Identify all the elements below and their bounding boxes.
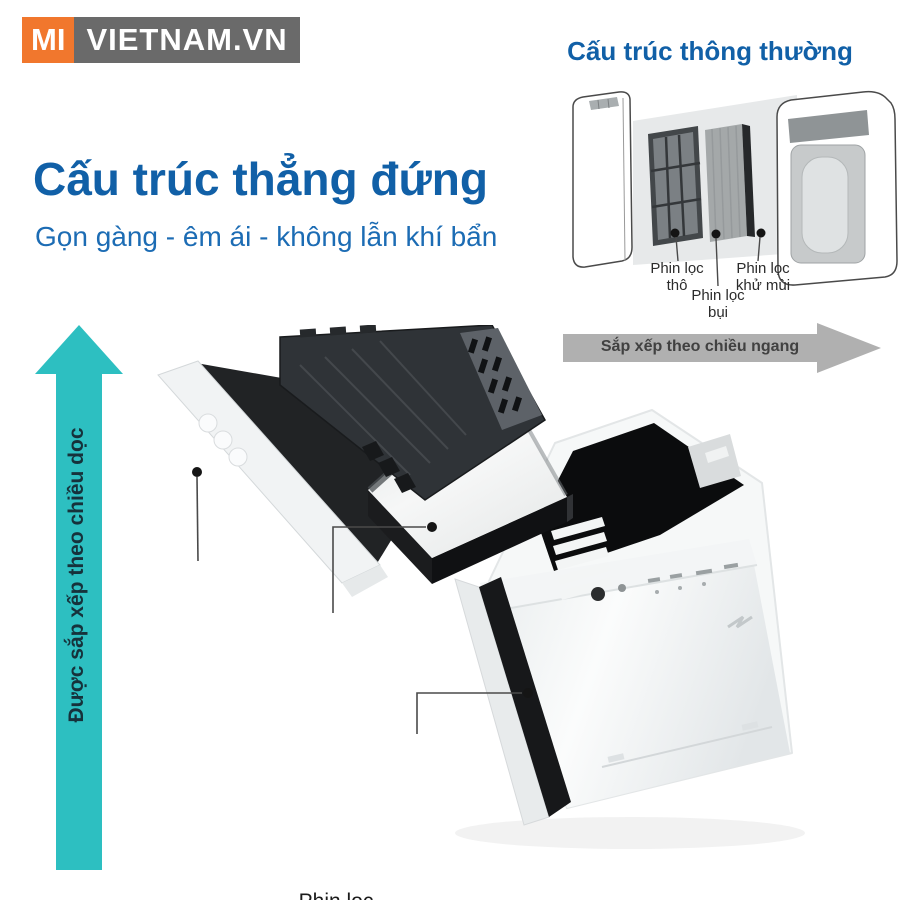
label-connectors	[192, 467, 533, 734]
right-arrow-icon	[563, 323, 881, 373]
page-subtitle: Gọn gàng - êm ái - không lẫn khí bẩn	[35, 221, 498, 252]
horizontal-structure-illustration	[572, 90, 898, 287]
dust-filter-panel	[705, 124, 755, 242]
coarse-filter-panel	[648, 126, 703, 246]
inner-bracket	[688, 434, 741, 488]
diagram-label-dust-filter: Phin lọc bụi	[691, 287, 745, 321]
site-logo: MI VIETNAM.VN	[22, 17, 300, 63]
filter-vent-slots	[467, 336, 523, 414]
vent-grille	[551, 517, 613, 600]
vertical-arrow-label: Được sắp xếp theo chiều dọc	[65, 427, 88, 723]
diagram-connectors	[670, 228, 766, 287]
page-title: Cấu trúc thẳng đứng	[33, 153, 488, 205]
filter-fins	[362, 441, 416, 493]
control-panel	[591, 562, 739, 601]
logo-mi-badge: MI	[22, 17, 75, 63]
vertical-arrangement-arrow: Được sắp xếp theo chiều dọc	[33, 324, 125, 872]
horizontal-arrangement-arrow: Sắp xếp theo chiều ngang	[563, 322, 883, 374]
horizontal-arrow-label: Sắp xếp theo chiều ngang	[600, 338, 800, 355]
tower-front-outline	[776, 90, 898, 286]
deodorizing-filter-illustration	[279, 324, 546, 501]
logo-site-name: VIETNAM.VN	[74, 17, 300, 63]
brand-streamer-logo	[727, 615, 753, 629]
diagram-label-coarse-filter: Phin lọc thô	[650, 260, 704, 294]
up-arrow-icon	[35, 325, 123, 870]
label-deodorizing-filter: Phin lọc khử mùi	[270, 889, 402, 900]
normal-structure-title: Cấu trúc thông thường	[567, 36, 853, 66]
normal-structure-diagram: Phin lọc thô Phin lọc bụi Phin lọc khử m…	[545, 85, 900, 330]
air-purifier-exploded-view: Phin lọc khử mùi Phin lọc bụi (Phin lọc …	[130, 324, 820, 900]
air-purifier-illustration	[157, 324, 805, 849]
tower-back-outline	[572, 91, 633, 268]
diagram-label-deodorizing-filter: Phin lọc khử mùi	[735, 260, 791, 294]
